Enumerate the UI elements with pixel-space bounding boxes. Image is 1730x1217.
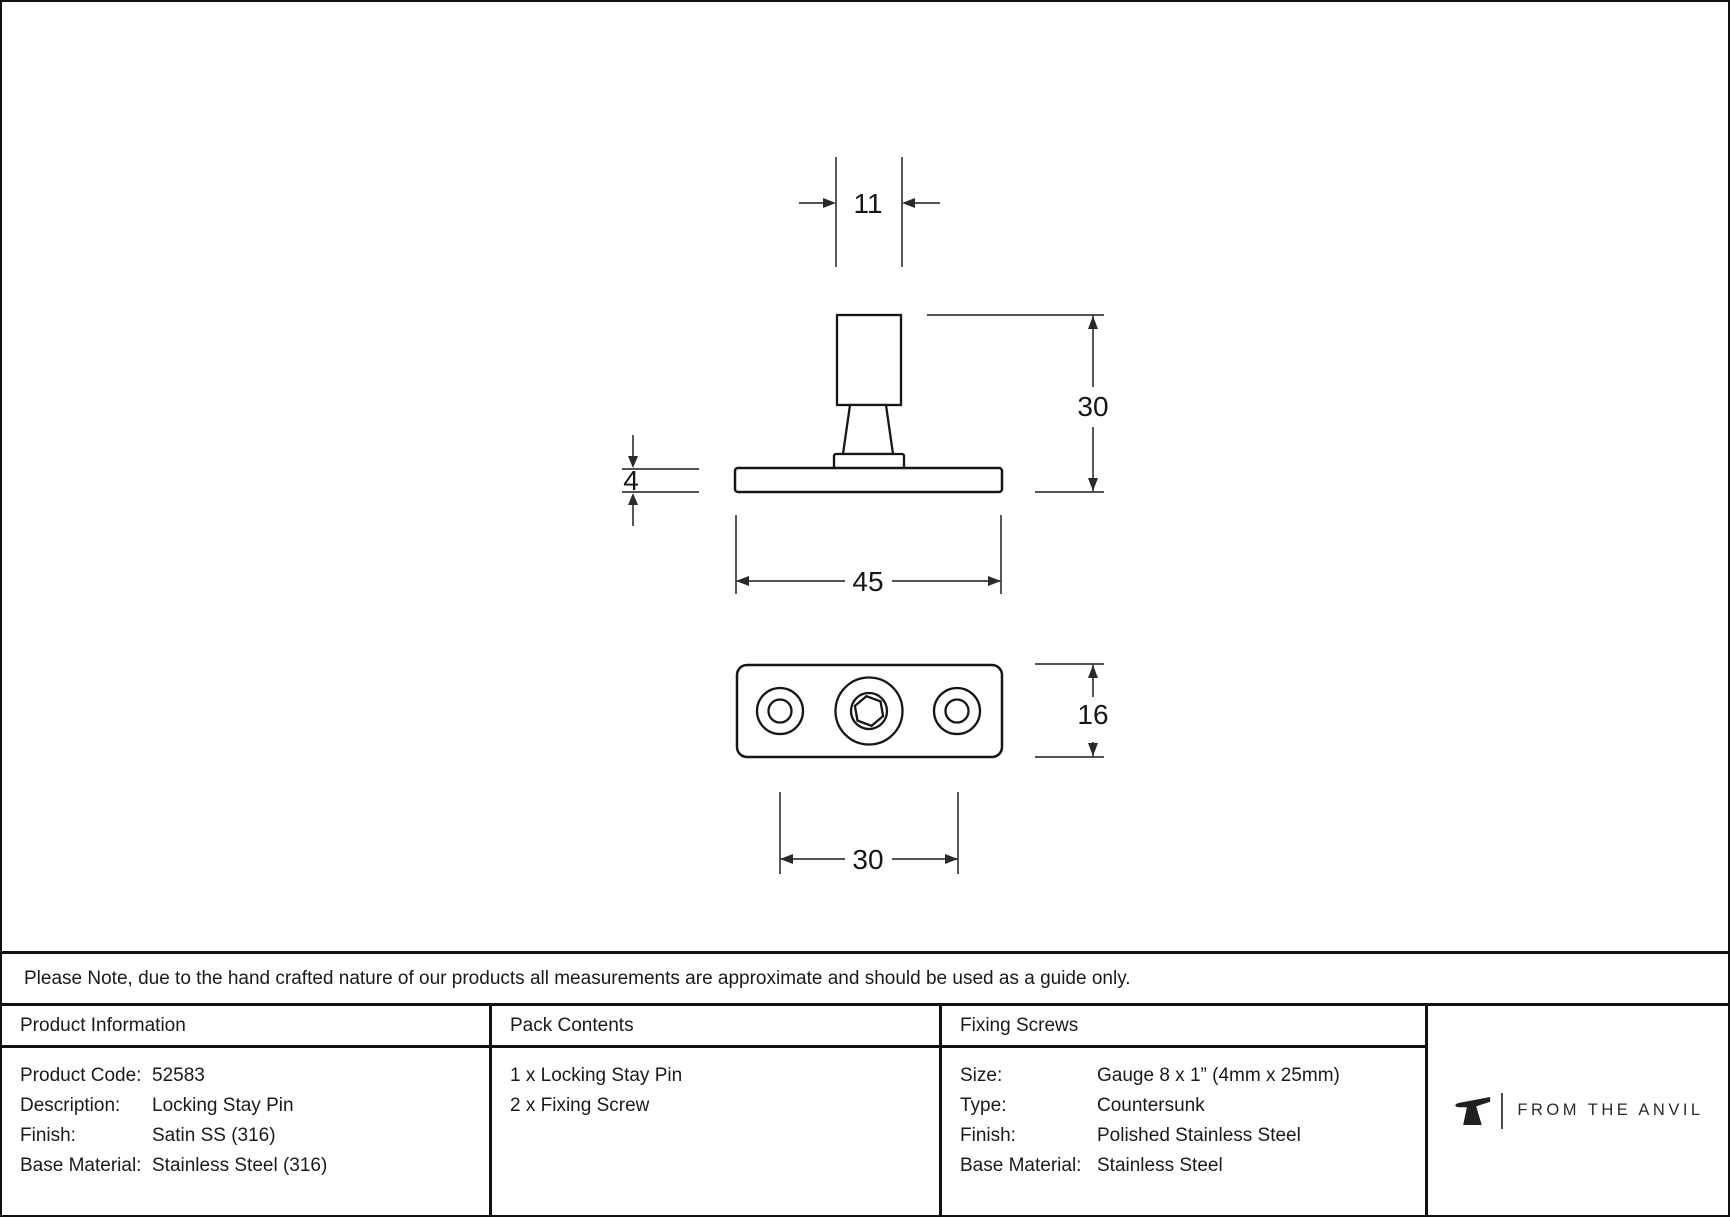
arrowhead-right-icon xyxy=(945,854,958,864)
product-information-header: Product Information xyxy=(2,1006,489,1048)
disclaimer-row: Please Note, due to the hand crafted nat… xyxy=(2,954,1728,1006)
row-label: Finish: xyxy=(960,1125,1016,1146)
arrowhead-left-icon xyxy=(780,854,793,864)
table-row: Base Material: Stainless Steel (316) xyxy=(20,1151,479,1181)
pack-contents-column: Pack Contents 1 x Locking Stay Pin 2 x F… xyxy=(492,1006,942,1215)
arrowhead-down-icon xyxy=(1088,743,1098,756)
table-row: Type: Countersunk xyxy=(960,1091,1415,1121)
disclaimer-text: Please Note, due to the hand crafted nat… xyxy=(24,967,1131,989)
technical-drawing: 11 30 4 xyxy=(622,157,1109,875)
dim-label-pin-width: 11 xyxy=(853,188,882,219)
row-label: Product Code: xyxy=(20,1065,142,1086)
arrowhead-left-icon xyxy=(736,576,749,586)
side-view xyxy=(733,313,1004,494)
product-information-body: Product Code: 52583 Description: Locking… xyxy=(2,1048,489,1181)
row-value: Stainless Steel (316) xyxy=(152,1155,328,1176)
brand-cell: FROM THE ANVIL xyxy=(1428,1006,1728,1215)
arrowhead-right-icon xyxy=(823,198,836,208)
brand-logo: FROM THE ANVIL xyxy=(1452,1092,1704,1129)
screw-hole-right-inner xyxy=(944,698,970,724)
arrowhead-left-icon xyxy=(902,198,915,208)
fixing-screws-body: Size: Gauge 8 x 1” (4mm x 25mm) Type: Co… xyxy=(942,1048,1425,1181)
product-information-column: Product Information Product Code: 52583 … xyxy=(2,1006,492,1215)
brand-name: FROM THE ANVIL xyxy=(1517,1101,1704,1119)
spec-table: Product Information Product Code: 52583 … xyxy=(2,1006,1728,1215)
row-value: Locking Stay Pin xyxy=(152,1095,294,1116)
plan-view xyxy=(735,663,1004,759)
dimension-plate-thickness: 4 xyxy=(622,435,699,526)
fixing-screws-column: Fixing Screws Size: Gauge 8 x 1” (4mm x … xyxy=(942,1006,1428,1215)
dim-label-plate-thickness: 4 xyxy=(623,465,639,496)
arrowhead-down-icon xyxy=(1088,478,1098,491)
pin-head-outline xyxy=(835,313,903,407)
row-label: Base Material: xyxy=(960,1155,1082,1176)
list-item: 1 x Locking Stay Pin xyxy=(510,1065,683,1086)
anvil-logo-icon xyxy=(1455,1096,1491,1125)
pin-neck-outline xyxy=(841,403,895,456)
arrowhead-down-icon xyxy=(628,456,638,468)
table-row: Finish: Polished Stainless Steel xyxy=(960,1121,1415,1151)
dimension-hole-spacing: 30 xyxy=(779,792,959,875)
row-label: Description: xyxy=(20,1095,121,1116)
row-label: Finish: xyxy=(20,1125,76,1146)
dimension-plate-length: 45 xyxy=(735,515,1002,597)
row-value: 52583 xyxy=(152,1065,205,1086)
info-band: Please Note, due to the hand crafted nat… xyxy=(2,951,1728,1215)
table-row: Base Material: Stainless Steel xyxy=(960,1151,1415,1181)
base-plate-side-outline xyxy=(733,466,1004,494)
dimension-plate-depth: 16 xyxy=(1035,663,1109,758)
row-value: Stainless Steel xyxy=(1097,1155,1223,1176)
arrowhead-up-icon xyxy=(1088,316,1098,329)
table-row: Description: Locking Stay Pin xyxy=(20,1091,479,1121)
arrowhead-up-icon xyxy=(628,493,638,505)
pack-contents-body: 1 x Locking Stay Pin 2 x Fixing Screw xyxy=(492,1048,939,1121)
dim-label-overall-height: 30 xyxy=(1077,391,1108,422)
table-row: Finish: Satin SS (316) xyxy=(20,1121,479,1151)
row-value: Polished Stainless Steel xyxy=(1097,1125,1301,1146)
screw-hole-left-inner xyxy=(767,698,793,724)
table-row: Product Code: 52583 xyxy=(20,1061,479,1091)
dimension-pin-width: 11 xyxy=(799,157,940,267)
list-item: 2 x Fixing Screw xyxy=(510,1095,650,1116)
table-row: Size: Gauge 8 x 1” (4mm x 25mm) xyxy=(960,1061,1415,1091)
row-value: Countersunk xyxy=(1097,1095,1205,1116)
row-label: Type: xyxy=(960,1095,1007,1116)
row-label: Size: xyxy=(960,1065,1003,1086)
row-label: Base Material: xyxy=(20,1155,142,1176)
dim-label-plate-depth: 16 xyxy=(1077,699,1108,730)
pack-contents-header: Pack Contents xyxy=(492,1006,939,1048)
row-value: Satin SS (316) xyxy=(152,1125,276,1146)
arrowhead-right-icon xyxy=(988,576,1001,586)
hex-socket-icon xyxy=(853,694,885,728)
arrowhead-up-icon xyxy=(1088,665,1098,678)
dimension-overall-height: 30 xyxy=(927,314,1109,493)
fixing-screws-header: Fixing Screws xyxy=(942,1006,1425,1048)
row-value: Gauge 8 x 1” (4mm x 25mm) xyxy=(1097,1065,1340,1086)
dim-label-plate-length: 45 xyxy=(852,566,883,597)
dim-label-hole-spacing: 30 xyxy=(852,844,883,875)
logo-divider xyxy=(1501,1092,1504,1129)
